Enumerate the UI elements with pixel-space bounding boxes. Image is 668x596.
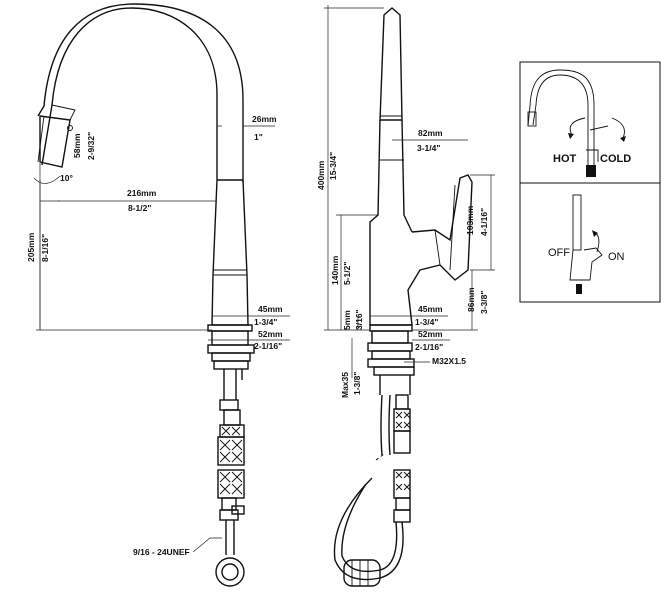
thread-label: 9/16 - 24UNEF bbox=[133, 547, 190, 557]
handle-h-in: 4-1/16" bbox=[479, 208, 489, 236]
ring-in: 3/16" bbox=[354, 309, 364, 330]
reach-in: 8-1/2" bbox=[128, 203, 151, 213]
handle-reach-mm: 82mm bbox=[418, 128, 443, 138]
deck-mm: Max35 bbox=[340, 372, 350, 398]
cold-label: COLD bbox=[600, 153, 631, 165]
spout-height-in: 2-9/32" bbox=[86, 132, 96, 160]
on-label: ON bbox=[608, 251, 625, 263]
right-dimensions bbox=[324, 5, 495, 378]
spout-height-mm: 58mm bbox=[72, 133, 82, 158]
lower-in: 3-3/8" bbox=[479, 291, 489, 314]
height-mm: 205mm bbox=[26, 232, 36, 262]
angle-label: 10° bbox=[60, 173, 73, 183]
base-mm: 45mm bbox=[258, 304, 283, 314]
plate-mm: 52mm bbox=[258, 329, 283, 339]
left-faucet-drawing bbox=[37, 3, 255, 587]
plate-in-r: 2-1/16" bbox=[415, 342, 443, 352]
plate-mm-r: 52mm bbox=[418, 329, 443, 339]
right-faucet-drawing bbox=[333, 7, 473, 587]
operation-legend: HOT COLD OFF ON bbox=[519, 61, 661, 303]
total-mm: 400mm bbox=[316, 160, 326, 190]
off-label: OFF bbox=[548, 247, 570, 259]
reach-mm: 216mm bbox=[127, 188, 157, 198]
pipe-dia-in: 1" bbox=[254, 132, 263, 142]
lower-mm: 86mm bbox=[466, 287, 476, 312]
base-in-r: 1-3/4" bbox=[415, 317, 438, 327]
left-labels: 58mm 2-9/32" 10° 26mm 1" 216mm 8-1/2" 20… bbox=[26, 114, 283, 557]
body-in: 5-1/2" bbox=[342, 262, 352, 285]
thread-label-r: M32X1.5 bbox=[432, 356, 466, 366]
total-in: 15-3/4" bbox=[328, 152, 338, 180]
handle-h-mm: 103mm bbox=[465, 205, 475, 235]
base-mm-r: 45mm bbox=[418, 304, 443, 314]
handle-reach-in: 3-1/4" bbox=[417, 143, 440, 153]
body-mm: 140mm bbox=[330, 255, 340, 285]
plate-in: 2-1/16" bbox=[254, 341, 282, 351]
pipe-dia-mm: 26mm bbox=[252, 114, 277, 124]
ring-mm: 5mm bbox=[342, 310, 352, 330]
right-labels: 400mm 15-3/4" 82mm 3-1/4" 103mm 4-1/16" … bbox=[316, 128, 489, 398]
left-dimensions bbox=[33, 125, 290, 553]
hot-label: HOT bbox=[553, 153, 577, 165]
deck-in: 1-3/8" bbox=[352, 372, 362, 395]
base-in: 1-3/4" bbox=[254, 317, 277, 327]
height-in: 8-1/16" bbox=[40, 234, 50, 262]
